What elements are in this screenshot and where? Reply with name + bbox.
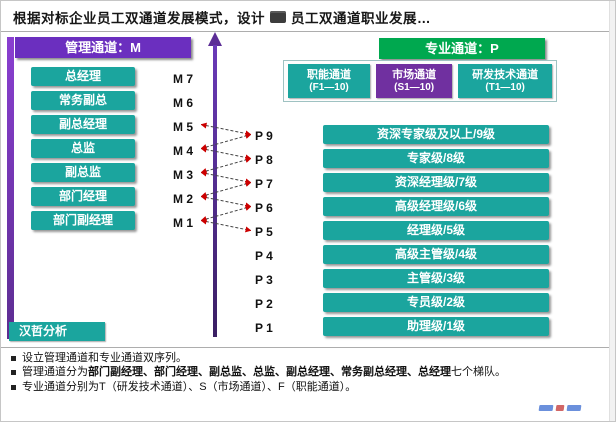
- p-level-label: P 2: [255, 297, 273, 311]
- analysis-label: 汉哲分析: [9, 322, 105, 341]
- p-level-label: P 7: [255, 177, 273, 191]
- channel-name: 市场通道: [392, 69, 437, 81]
- mgmt-level-item: 常务副总: [31, 91, 135, 110]
- grade-item: 高级经理级/6级: [323, 197, 549, 216]
- m-level-label: M 2: [173, 192, 194, 206]
- grade-item: 经理级/5级: [323, 221, 549, 240]
- page-title: 根据对标企业员工双通道发展模式，设计 员工双通道职业发展…: [13, 7, 431, 27]
- bullet-item: 管理通道分为部门副经理、部门经理、副总监、总监、副总经理、常务副总经理、总经理七…: [11, 366, 607, 379]
- bullet-text: 管理通道分为部门副经理、部门经理、副总监、总监、副总经理、常务副总经理、总经理七…: [22, 366, 506, 379]
- channel-market: 市场通道 (S1—10): [376, 64, 453, 98]
- bullet-marker-icon: [11, 385, 16, 390]
- right-edge-strip: [609, 1, 615, 421]
- p-level-label: P 5: [255, 225, 273, 239]
- m-level-label: M 7: [173, 72, 194, 86]
- up-arrow-icon: [208, 32, 222, 46]
- bottom-divider: [1, 347, 615, 348]
- bullet-text-bold: 部门副经理、部门经理、副总监、总监、副总经理、常务副总经理、总经理: [88, 366, 451, 378]
- bullet-marker-icon: [11, 370, 16, 375]
- channel-range: (F1—10): [309, 82, 349, 93]
- grade-item: 高级主管级/4级: [323, 245, 549, 264]
- grade-item: 资深经理级/7级: [323, 173, 549, 192]
- mgmt-level-item: 副总监: [31, 163, 135, 182]
- p-level-label: P 4: [255, 249, 273, 263]
- m-level-label: M 3: [173, 168, 194, 182]
- bullet-text: 设立管理通道和专业通道双序列。: [22, 352, 187, 364]
- channel-name: 研发技术通道: [472, 69, 539, 81]
- left-accent-bar: [7, 37, 14, 339]
- top-divider: [1, 31, 615, 32]
- title-prefix: 根据对标企业员工双通道发展模式，设计: [13, 11, 265, 26]
- title-suffix: 员工双通道职业发展…: [291, 11, 431, 26]
- grade-item: 资深专家级及以上/9级: [323, 125, 549, 144]
- p-level-label: P 9: [255, 129, 273, 143]
- footer-watermark-icon: [538, 405, 582, 411]
- bullet-text-post: 七个梯队。: [451, 366, 506, 378]
- professional-banner: 专业通道：P: [379, 38, 545, 59]
- channel-range: (S1—10): [394, 82, 435, 93]
- bullet-item: 专业通道分别为T（研发技术通道）、S（市场通道）、F（职能通道）。: [11, 381, 607, 394]
- mgmt-level-item: 部门副经理: [31, 211, 135, 230]
- channel-range: (T1—10): [485, 82, 525, 93]
- m-p-mapping-lines: [201, 122, 251, 233]
- mgmt-level-item: 部门经理: [31, 187, 135, 206]
- mgmt-level-item: 总经理: [31, 67, 135, 86]
- m-level-label: M 4: [173, 144, 194, 158]
- mgmt-level-item: 总监: [31, 139, 135, 158]
- watermark-block: [538, 405, 554, 411]
- title-inline-icon: [270, 11, 286, 23]
- grade-item: 专家级/8级: [323, 149, 549, 168]
- grade-item: 助理级/1级: [323, 317, 549, 336]
- mgmt-level-item: 副总经理: [31, 115, 135, 134]
- m-level-label: M 1: [173, 216, 194, 230]
- m-level-label: M 6: [173, 96, 194, 110]
- p-level-label: P 8: [255, 153, 273, 167]
- channel-functional: 职能通道 (F1—10): [288, 64, 371, 98]
- p-level-label: P 1: [255, 321, 273, 335]
- channel-name: 职能通道: [307, 69, 352, 81]
- bullet-text-pre: 管理通道分为: [22, 366, 88, 378]
- channels-frame: 职能通道 (F1—10) 市场通道 (S1—10) 研发技术通道 (T1—10): [283, 60, 557, 102]
- management-banner: 管理通道：M: [15, 37, 191, 58]
- grade-item: 专员级/2级: [323, 293, 549, 312]
- m-level-label: M 5: [173, 120, 194, 134]
- channel-rnd-tech: 研发技术通道 (T1—10): [458, 64, 552, 98]
- bullet-marker-icon: [11, 356, 16, 361]
- grade-item: 主管级/3级: [323, 269, 549, 288]
- p-level-label: P 6: [255, 201, 273, 215]
- watermark-block: [555, 405, 565, 411]
- bullet-text: 专业通道分别为T（研发技术通道）、S（市场通道）、F（职能通道）。: [22, 381, 357, 393]
- watermark-block: [566, 405, 582, 411]
- p-level-label: P 3: [255, 273, 273, 287]
- bullet-item: 设立管理通道和专业通道双序列。: [11, 352, 607, 365]
